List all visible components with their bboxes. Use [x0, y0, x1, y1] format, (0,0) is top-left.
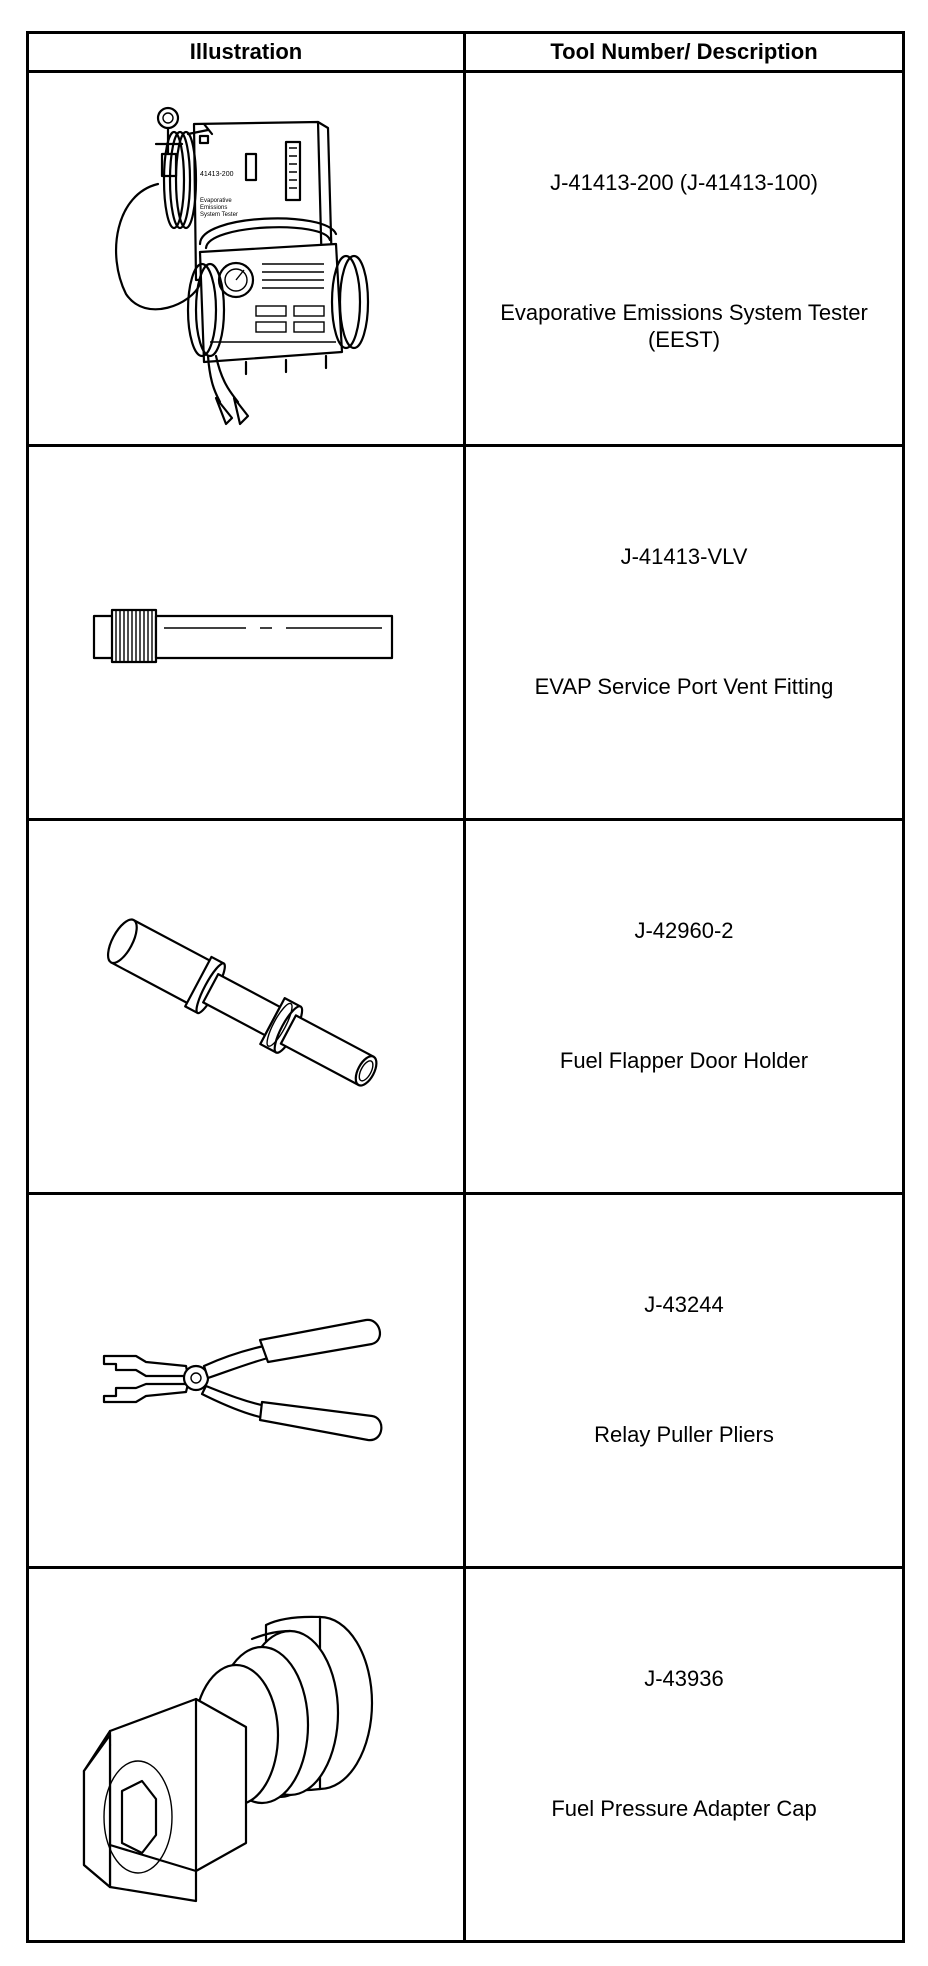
- illustration-cell: [26, 1566, 466, 1943]
- tool-description: Evaporative Emissions System Tester (EES…: [500, 300, 868, 352]
- tool-description: Relay Puller Pliers: [594, 1422, 774, 1447]
- tool-info-cell: J-43244 Relay Puller Pliers: [463, 1192, 905, 1569]
- tool-description: Fuel Flapper Door Holder: [559, 1048, 809, 1073]
- table-row: J-43244 Relay Puller Pliers: [26, 1192, 905, 1569]
- table-row: J-43936 Fuel Pressure Adapter Cap: [26, 1566, 905, 1943]
- tool-number-header: Tool Number/ Description: [463, 31, 905, 73]
- illustration-cell: [26, 444, 466, 821]
- tester-panel-text-4: System Tester: [200, 212, 238, 218]
- flapper-door-holder-icon: [106, 917, 378, 1087]
- table-row: J-41413-VLV EVAP Service Port Vent Fitti…: [26, 444, 905, 821]
- header-row: Illustration Tool Number/ Description: [26, 31, 905, 73]
- illustration-header: Illustration: [26, 31, 466, 73]
- tool-number: J-43936: [644, 1666, 724, 1691]
- tool-description: Fuel Pressure Adapter Cap: [551, 1796, 817, 1821]
- illustration-cell: [26, 1192, 466, 1569]
- tool-number: J-42960-2: [634, 918, 734, 943]
- tool-info-cell: J-41413-VLV EVAP Service Port Vent Fitti…: [463, 444, 905, 821]
- table-row: 41413-200 Evaporative Emissions System T…: [26, 70, 905, 447]
- evap-tester-icon: 41413-200 Evaporative Emissions System T…: [115, 106, 370, 425]
- special-tools-table: Illustration Tool Number/ Description 41…: [26, 31, 905, 1943]
- tester-panel-text-2: Evaporative: [200, 198, 232, 204]
- tool-description: EVAP Service Port Vent Fitting: [534, 674, 834, 699]
- tool-number: J-41413-200 (J-41413-100): [550, 170, 818, 195]
- vent-fitting-icon: [92, 608, 394, 663]
- tool-number: J-43244: [644, 1292, 724, 1317]
- tester-panel-text-1: 41413-200: [200, 171, 234, 178]
- tool-info-cell: J-41413-200 (J-41413-100) Evaporative Em…: [463, 70, 905, 447]
- tool-number: J-41413-VLV: [620, 544, 748, 569]
- tester-panel-text-3: Emissions: [200, 205, 227, 211]
- adapter-cap-icon: [82, 1615, 374, 1902]
- tool-info-cell: J-42960-2 Fuel Flapper Door Holder: [463, 818, 905, 1195]
- tool-info-cell: J-43936 Fuel Pressure Adapter Cap: [463, 1566, 905, 1943]
- illustration-cell: 41413-200 Evaporative Emissions System T…: [26, 70, 466, 447]
- table-row: J-42960-2 Fuel Flapper Door Holder: [26, 818, 905, 1195]
- illustration-cell: [26, 818, 466, 1195]
- relay-pliers-icon: [102, 1318, 383, 1441]
